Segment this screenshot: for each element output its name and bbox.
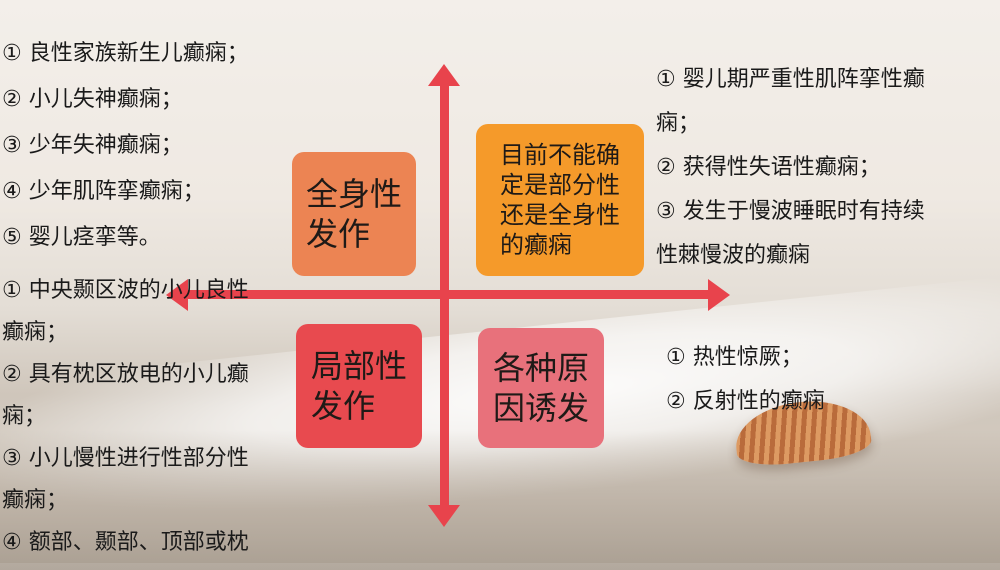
generalized-seizure-label: 全身性 发作 xyxy=(305,175,402,253)
arrow-left-icon xyxy=(166,279,188,311)
list-item: ⑤ 婴儿痉挛等。 xyxy=(2,225,161,250)
list-item: ② 具有枕区放电的小儿癫 痫； xyxy=(2,362,249,429)
list-item: ② 获得性失语性癫痫； xyxy=(656,155,881,180)
horizontal-axis xyxy=(188,290,710,299)
list-item: ③ 少年失神癫痫； xyxy=(2,133,183,158)
list-item: ① 良性家族新生儿癫痫； xyxy=(2,41,249,66)
list-item: ① 婴儿期严重性肌阵挛性癫 痫； xyxy=(656,67,925,136)
induced-causes-box: 各种原 因诱发 xyxy=(478,328,604,448)
arrow-up-icon xyxy=(428,64,460,86)
vertical-axis xyxy=(440,80,449,510)
list-item: ② 小儿失神癫痫； xyxy=(2,87,183,112)
induced-causes-label: 各种原 因诱发 xyxy=(492,349,589,427)
arrow-down-icon xyxy=(428,505,460,527)
generalized-seizure-box: 全身性 发作 xyxy=(292,152,416,276)
list-item: ③ 小儿慢性进行性部分性 癫痫； xyxy=(2,446,249,513)
list-item: ① 热性惊厥； xyxy=(666,345,803,370)
list-item: ② 反射性的癫痫 xyxy=(666,389,825,414)
generalized-seizure-list: ① 良性家族新生儿癫痫； ② 小儿失神癫痫； ③ 少年失神癫痫； ④ 少年肌阵挛… xyxy=(2,31,249,261)
partial-seizure-list: ① 中央颞区波的小儿良性 癫痫； ② 具有枕区放电的小儿癫 痫； ③ 小儿慢性进… xyxy=(2,270,292,564)
list-item: ③ 发生于慢波睡眠时有持续 性棘慢波的癫痫 xyxy=(656,199,925,268)
list-item: ④ 额部、颞部、顶部或枕 xyxy=(2,530,249,555)
partial-seizure-label: 局部性 发作 xyxy=(310,347,407,425)
list-item: ① 中央颞区波的小儿良性 癫痫； xyxy=(2,278,249,345)
partial-seizure-box: 局部性 发作 xyxy=(296,324,422,448)
undetermined-epilepsy-label: 目前不能确 定是部分性 还是全身性 的癫痫 xyxy=(500,141,620,259)
list-item: ④ 少年肌阵挛癫痫； xyxy=(2,179,205,204)
arrow-right-icon xyxy=(708,279,730,311)
undetermined-epilepsy-list: ① 婴儿期严重性肌阵挛性癫 痫； ② 获得性失语性癫痫； ③ 发生于慢波睡眠时有… xyxy=(656,58,976,278)
induced-causes-list: ① 热性惊厥； ② 反射性的癫痫 xyxy=(666,336,825,424)
undetermined-epilepsy-box: 目前不能确 定是部分性 还是全身性 的癫痫 xyxy=(476,124,644,276)
